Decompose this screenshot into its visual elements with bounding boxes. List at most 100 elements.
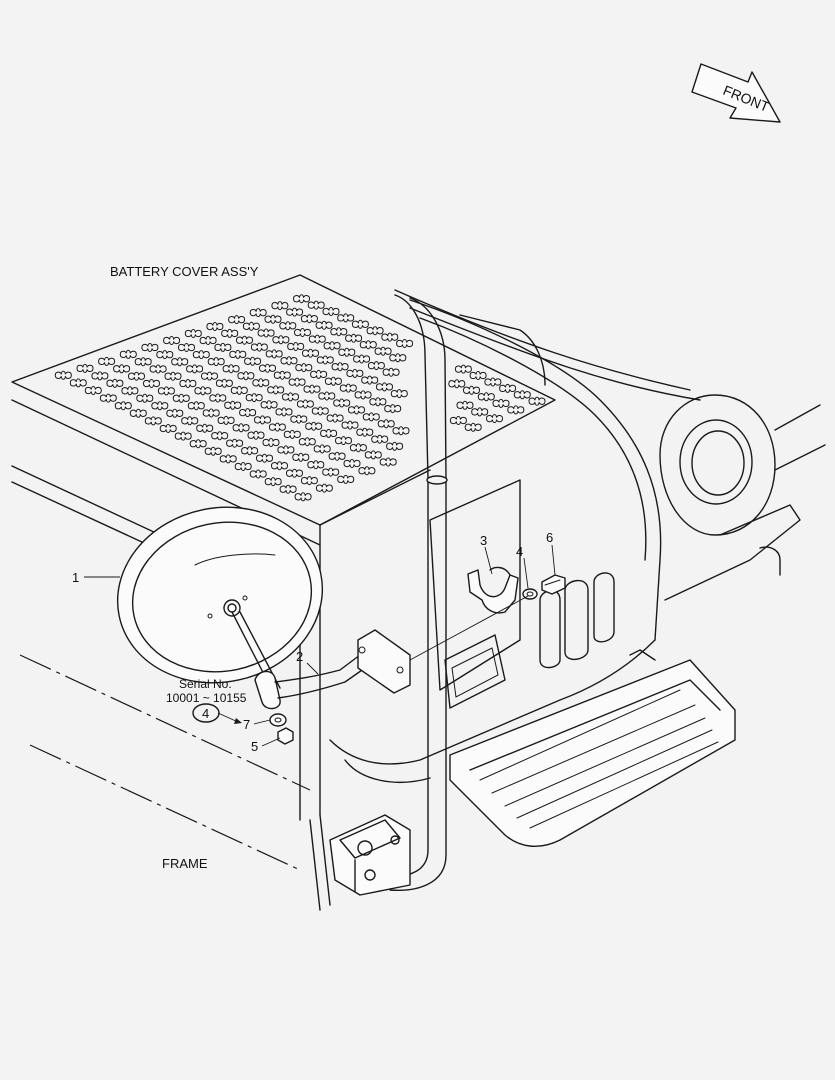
grating-hole	[181, 416, 199, 426]
grating-hole	[449, 416, 467, 425]
grating-hole	[369, 397, 387, 407]
grating-hole	[293, 294, 310, 304]
grating-hole	[396, 339, 414, 348]
grating-hole	[486, 414, 503, 424]
grating-hole	[149, 364, 167, 374]
grating-hole	[264, 477, 282, 487]
grating-hole	[348, 405, 365, 415]
grating-hole	[290, 414, 308, 424]
callout-1: 1	[72, 570, 79, 585]
grating-hole	[492, 398, 510, 408]
grating-hole	[318, 391, 336, 401]
grating-hole	[128, 371, 145, 381]
grating-hole	[194, 386, 212, 396]
grating-hole	[206, 322, 224, 331]
grating-hole	[236, 335, 253, 345]
grating-hole	[151, 401, 169, 411]
grating-hole	[174, 431, 192, 441]
grating-hole	[392, 426, 410, 436]
grating-hole	[507, 405, 525, 415]
grating-hole	[471, 407, 489, 417]
grating-hole	[302, 348, 319, 358]
grating-hole	[335, 436, 352, 446]
grating-hole	[477, 392, 495, 402]
grating-hole	[315, 483, 333, 493]
grating-hole	[381, 332, 399, 342]
grating-hole	[341, 420, 359, 430]
mirror-stay	[231, 611, 411, 710]
grating-hole	[222, 364, 240, 374]
grating-hole	[313, 444, 331, 454]
grating-hole	[384, 404, 402, 414]
grating-hole	[215, 378, 233, 388]
grating-hole	[234, 462, 252, 471]
grating-hole	[166, 408, 184, 418]
grating-hole	[164, 371, 182, 381]
grating-hole	[328, 451, 346, 461]
grating-hole	[337, 474, 355, 484]
grating-hole	[156, 350, 174, 360]
grating-hole	[249, 308, 267, 318]
grating-hole	[322, 467, 340, 477]
grating-hole	[54, 370, 72, 380]
serial-label: Serial No.	[179, 677, 232, 691]
grating-hole	[171, 357, 189, 367]
grating-hole	[141, 343, 159, 352]
grating-hole	[271, 461, 288, 471]
grating-hole	[454, 364, 472, 374]
callout-leaders	[84, 544, 556, 747]
grating-hole	[354, 390, 372, 400]
grating-hole	[250, 342, 268, 352]
battery-cover-grating	[54, 294, 546, 502]
grating-hole	[119, 349, 137, 359]
grating-hole	[374, 346, 392, 356]
grating-hole	[323, 341, 341, 351]
grating-hole	[254, 415, 271, 425]
front-arrow: FRONT	[691, 63, 781, 123]
grating-hole	[339, 383, 357, 393]
grating-hole	[256, 453, 273, 463]
grating-hole	[345, 333, 363, 343]
grating-hole	[159, 424, 177, 433]
grating-hole	[528, 396, 546, 406]
grating-hole	[305, 421, 323, 431]
grating-hole	[463, 385, 480, 395]
washer-lower	[269, 713, 287, 727]
grating-hole	[279, 484, 297, 494]
grating-hole	[331, 362, 349, 372]
grating-hole	[358, 466, 376, 476]
grating-hole	[356, 427, 374, 437]
grating-hole	[219, 454, 237, 464]
grating-hole	[245, 393, 263, 403]
grating-hole	[376, 382, 393, 392]
grating-hole	[163, 336, 181, 345]
grating-hole	[226, 438, 244, 448]
grating-hole	[389, 353, 407, 363]
grating-hole	[187, 401, 205, 411]
grating-hole	[308, 334, 326, 344]
grating-hole	[204, 446, 222, 456]
grating-hole	[448, 379, 466, 389]
grating-hole	[283, 429, 301, 439]
grating-hole	[260, 400, 278, 410]
grating-hole	[242, 321, 260, 331]
grating-hole	[382, 367, 400, 377]
grating-hole	[229, 349, 247, 359]
grating-hole	[326, 413, 344, 423]
grating-hole	[84, 386, 102, 395]
handrail	[329, 294, 448, 896]
grating-hole	[134, 357, 152, 367]
grating-hole	[157, 386, 175, 396]
grating-hole	[172, 393, 190, 403]
grating-hole	[98, 356, 116, 366]
grating-hole	[307, 460, 325, 470]
grating-hole	[228, 315, 246, 325]
grating-hole	[377, 419, 395, 429]
grating-hole	[91, 371, 109, 381]
callout-7: 7	[243, 717, 250, 732]
grating-hole	[257, 328, 275, 338]
callout-3: 3	[480, 533, 487, 548]
grating-hole	[351, 319, 369, 329]
grating-hole	[209, 393, 227, 403]
grating-hole	[364, 450, 382, 460]
